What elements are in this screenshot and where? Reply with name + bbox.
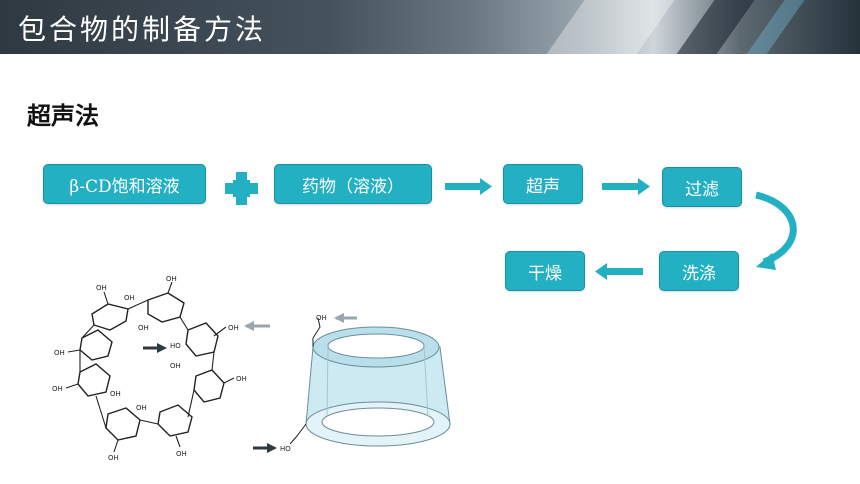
svg-text:OH: OH [138,324,149,332]
svg-text:OH: OH [136,404,147,412]
cyclodextrin-cone-model [289,317,451,447]
title-banner: 包合物的制备方法 [0,0,860,54]
pointer-arrow-icon [244,321,270,331]
svg-text:OH: OH [54,349,65,357]
curved-arrow-icon [755,191,797,270]
section-title: 超声法 [27,102,99,130]
svg-text:OH: OH [236,375,247,383]
svg-text:OH: OH [176,450,187,458]
svg-text:OH: OH [108,454,119,462]
svg-text:OH: OH [170,362,181,370]
step-ultrasound: 超声 [503,164,583,204]
svg-text:OH: OH [124,294,135,302]
svg-text:OH: OH [316,314,327,322]
svg-text:HO: HO [280,445,291,453]
svg-text:OH: OH [166,275,177,283]
pointer-arrow-icon [334,313,357,323]
arrow-right-icon [445,178,492,195]
svg-text:OH: OH [96,284,107,292]
page-title: 包合物的制备方法 [18,13,267,46]
arrow-right-icon [602,178,650,195]
step-drug-solution: 药物（溶液） [274,164,432,204]
svg-text:HO: HO [170,342,181,350]
hydroxyl-labels: OH OH OH OH OH OH OH OH OH OH OH OH OH H… [52,275,247,462]
plus-icon [225,172,258,205]
svg-text:OH: OH [228,324,239,332]
step-wash: 洗涤 [659,251,739,291]
pointer-arrow-icon [143,343,167,353]
cone-hydroxyl-labels: OH HO [280,314,327,453]
step-cd-solution: β-CD饱和溶液 [43,164,206,204]
svg-text:OH: OH [52,385,63,393]
pointer-arrow-icon [253,443,277,453]
step-filter: 过滤 [662,167,742,207]
step-dry: 干燥 [505,251,585,291]
cyclodextrin-ring-structure [65,281,235,453]
arrow-left-icon [595,263,643,280]
svg-text:OH: OH [110,390,121,398]
